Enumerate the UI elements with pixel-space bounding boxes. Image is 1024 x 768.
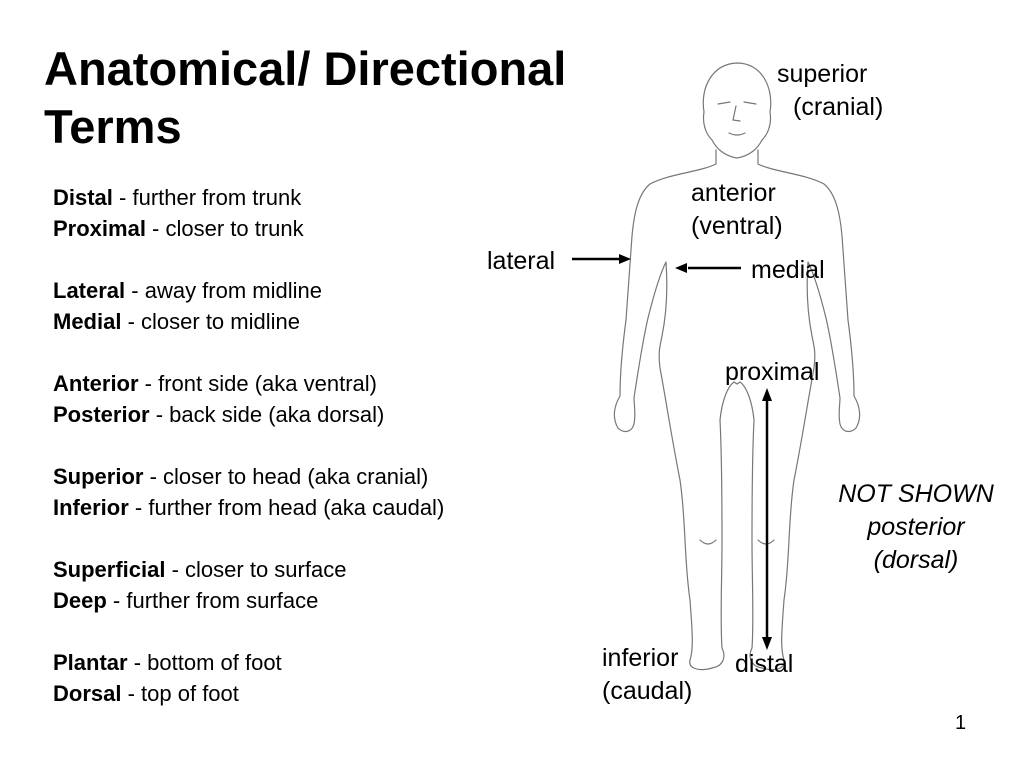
term-definition: - bottom of foot xyxy=(127,650,282,675)
term-name: Medial xyxy=(53,309,122,334)
term-definition: - closer to trunk xyxy=(145,216,304,241)
term-name: Superior xyxy=(53,464,144,489)
medial-arrowhead xyxy=(675,263,687,273)
term-entry: Posterior - back side (aka dorsal) xyxy=(53,399,573,430)
term-entry: Superior - closer to head (aka cranial) xyxy=(53,461,573,492)
term-name: Plantar xyxy=(53,650,128,675)
term-name: Inferior xyxy=(53,495,129,520)
not-shown-alias: (dorsal) xyxy=(873,546,959,574)
not-shown-heading: NOT SHOWN xyxy=(838,480,994,508)
proximal-arrowhead xyxy=(762,388,772,401)
not-shown-note: NOT SHOWN posterior (dorsal) xyxy=(820,478,1012,577)
term-name: Lateral xyxy=(53,278,126,303)
term-entry: Anterior - front side (aka ventral) xyxy=(53,368,573,399)
term-definition: - top of foot xyxy=(121,681,239,706)
body-outline-right xyxy=(739,149,861,671)
label-inferior-alias: (caudal) xyxy=(602,677,693,705)
label-proximal: proximal xyxy=(725,358,820,386)
body-outline-left xyxy=(613,149,735,671)
term-name: Dorsal xyxy=(53,681,122,706)
term-name: Posterior xyxy=(53,402,150,427)
term-name: Distal xyxy=(53,185,113,210)
lateral-arrowhead xyxy=(619,254,631,264)
term-entry: Medial - closer to midline xyxy=(53,306,573,337)
not-shown-term: posterior xyxy=(867,513,965,541)
title-line-2: Terms xyxy=(44,100,182,153)
label-superior: superior (cranial) xyxy=(777,58,883,124)
term-definition: - closer to midline xyxy=(121,309,300,334)
label-lateral: lateral xyxy=(487,247,556,275)
term-definition: - closer to head (aka cranial) xyxy=(143,464,429,489)
label-anterior-term: anterior xyxy=(691,179,776,207)
term-entry: Proximal - closer to trunk xyxy=(53,213,573,244)
term-name: Anterior xyxy=(53,371,139,396)
label-medial: medial xyxy=(751,256,825,284)
term-entry: Lateral - away from midline xyxy=(53,275,573,306)
term-name: Proximal xyxy=(53,216,146,241)
term-entry: Inferior - further from head (aka caudal… xyxy=(53,492,573,523)
label-anterior-alias: (ventral) xyxy=(691,212,783,240)
body-eye-right xyxy=(743,101,757,105)
term-name: Deep xyxy=(53,588,107,613)
page-number: 1 xyxy=(955,712,967,734)
term-definition: - further from trunk xyxy=(112,185,302,210)
label-distal: distal xyxy=(735,650,794,678)
title-line-1: Anatomical/ Directional xyxy=(44,42,567,95)
distal-arrowhead xyxy=(762,637,772,650)
label-inferior-term: inferior xyxy=(602,644,679,672)
term-group: Anterior - front side (aka ventral)Poste… xyxy=(53,368,573,430)
body-mouth xyxy=(728,132,746,136)
term-name: Superficial xyxy=(53,557,166,582)
term-entry: Deep - further from surface xyxy=(53,585,573,616)
term-entry: Distal - further from trunk xyxy=(53,182,573,213)
term-definition: - closer to surface xyxy=(165,557,347,582)
body-knee-left xyxy=(699,539,717,545)
term-entry: Dorsal - top of foot xyxy=(53,678,573,709)
slide-title: Anatomical/ Directional Terms xyxy=(44,40,644,156)
body-nose xyxy=(732,105,741,122)
body-head-outline xyxy=(702,62,772,159)
body-eye-left xyxy=(717,101,731,105)
term-definition: - front side (aka ventral) xyxy=(138,371,377,396)
term-entry: Superficial - closer to surface xyxy=(53,554,573,585)
term-definition: - further from surface xyxy=(106,588,319,613)
term-entry: Plantar - bottom of foot xyxy=(53,647,573,678)
label-superior-term: superior xyxy=(777,60,868,88)
body-inner-legs xyxy=(733,381,741,385)
label-superior-alias: (cranial) xyxy=(793,93,884,121)
label-inferior: inferior (caudal) xyxy=(602,642,692,708)
label-anterior: anterior (ventral) xyxy=(691,177,783,243)
term-group: Superior - closer to head (aka cranial)I… xyxy=(53,461,573,523)
term-definition: - further from head (aka caudal) xyxy=(128,495,445,520)
term-definition: - back side (aka dorsal) xyxy=(149,402,385,427)
term-definition: - away from midline xyxy=(125,278,322,303)
